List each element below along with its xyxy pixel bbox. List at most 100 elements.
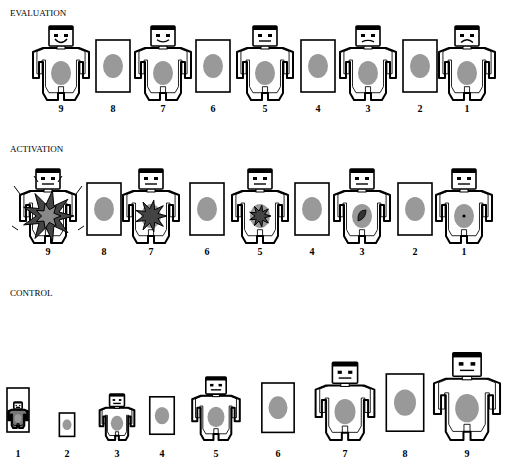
manikin-head: [350, 169, 374, 189]
manikin-eye: [51, 177, 55, 180]
manikin-eye: [253, 177, 257, 180]
scale-number: 5: [263, 104, 268, 114]
blank-panel: [150, 397, 174, 434]
manikin-hair: [110, 394, 125, 396]
manikin-mouth: [356, 183, 368, 184]
manikin-figure: [334, 169, 390, 243]
arousal-burst: [136, 200, 167, 232]
arousal-burst: [250, 205, 271, 227]
blank-panel: [96, 40, 130, 92]
manikin-head: [49, 26, 73, 46]
blank-panel: [262, 383, 294, 432]
manikin-mouth: [259, 40, 271, 41]
manikin-eye: [348, 371, 352, 374]
manikin-mouth: [16, 407, 20, 408]
manikin-head: [36, 169, 60, 189]
scale-number: 3: [115, 449, 120, 459]
manikin-belly: [455, 394, 479, 422]
manikin-body-inner: [443, 48, 491, 93]
manikin-body: [316, 385, 375, 440]
manikin-figure: [316, 362, 375, 440]
panel-belly: [203, 54, 223, 78]
manikin-mouth: [145, 183, 157, 184]
panel-belly: [302, 197, 322, 221]
manikin-body-inner: [37, 48, 85, 93]
panel-belly: [197, 197, 217, 221]
manikin-eye: [156, 34, 160, 37]
scale-number: 6: [205, 247, 210, 257]
manikin-hair: [206, 377, 226, 380]
arousal-burst: [36, 203, 61, 228]
manikin-eye: [144, 177, 148, 180]
scale-number: 2: [418, 104, 423, 114]
manikin-belly: [457, 61, 477, 85]
manikin-eye: [19, 405, 20, 406]
panel-belly: [94, 197, 114, 221]
manikin-eye: [210, 384, 213, 387]
manikin-eye: [16, 405, 17, 406]
blank-panel: [301, 40, 335, 92]
manikin-eye: [371, 34, 375, 37]
scale-number: 8: [403, 449, 408, 459]
scale-number: 8: [102, 247, 107, 257]
scale-number: 9: [465, 449, 470, 459]
panel-belly: [308, 54, 328, 78]
manikin-mouth: [461, 40, 473, 43]
manikin-head: [110, 394, 125, 406]
manikin-body: [439, 48, 495, 100]
panel-belly: [155, 407, 169, 424]
blank-panel: [190, 183, 224, 235]
scale-number: 9: [59, 104, 64, 114]
manikin-body: [232, 191, 288, 243]
blank-panel: [196, 40, 230, 92]
manikin-figure: [8, 402, 28, 428]
scale-number: 5: [214, 449, 219, 459]
manikin-head: [453, 353, 481, 377]
manikin-hair: [49, 26, 73, 30]
manikin-belly: [352, 204, 372, 228]
manikin-mouth: [157, 40, 169, 42]
manikin-belly: [335, 399, 356, 424]
manikin-eye: [470, 34, 474, 37]
blank-panel: [59, 413, 74, 436]
scale-number: 4: [316, 104, 321, 114]
manikin-mouth: [42, 183, 54, 184]
manikin-figure: [237, 26, 293, 100]
manikin-head: [248, 169, 272, 189]
panel-belly: [410, 54, 430, 78]
scale-number: 1: [462, 247, 467, 257]
manikin-body: [237, 48, 293, 100]
manikin-body: [192, 396, 240, 440]
manikin-body: [334, 191, 390, 243]
manikin-mouth: [254, 183, 266, 184]
manikin-body: [100, 408, 135, 440]
manikin-eye: [457, 177, 461, 180]
scale-number: 6: [276, 449, 281, 459]
manikin-eye: [166, 34, 170, 37]
manikin-figure: [434, 353, 500, 440]
manikin-head: [151, 26, 175, 46]
manikin-eye: [64, 34, 68, 37]
manikin-hair: [139, 169, 163, 173]
blank-panel: [7, 388, 29, 432]
manikin-eye: [54, 34, 58, 37]
scale-number: 1: [465, 104, 470, 114]
manikin-body-inner: [127, 191, 175, 236]
blank-panel: [87, 183, 121, 235]
motion-line: [34, 176, 38, 182]
manikin-body: [20, 191, 76, 243]
manikin-eye: [460, 34, 464, 37]
scale-number: 2: [65, 449, 70, 459]
manikin-belly: [111, 416, 123, 431]
manikin-hair: [455, 26, 479, 30]
manikin-hair: [253, 26, 277, 30]
manikin-body-inner: [236, 191, 284, 236]
manikin-eye: [471, 362, 476, 366]
manikin-head: [139, 169, 163, 189]
scale-number: 7: [343, 449, 348, 459]
blank-panel: [398, 183, 432, 235]
manikin-body-inner: [241, 48, 289, 93]
manikin-body: [33, 48, 89, 100]
manikin-eye: [467, 177, 471, 180]
panel-belly: [394, 389, 416, 415]
